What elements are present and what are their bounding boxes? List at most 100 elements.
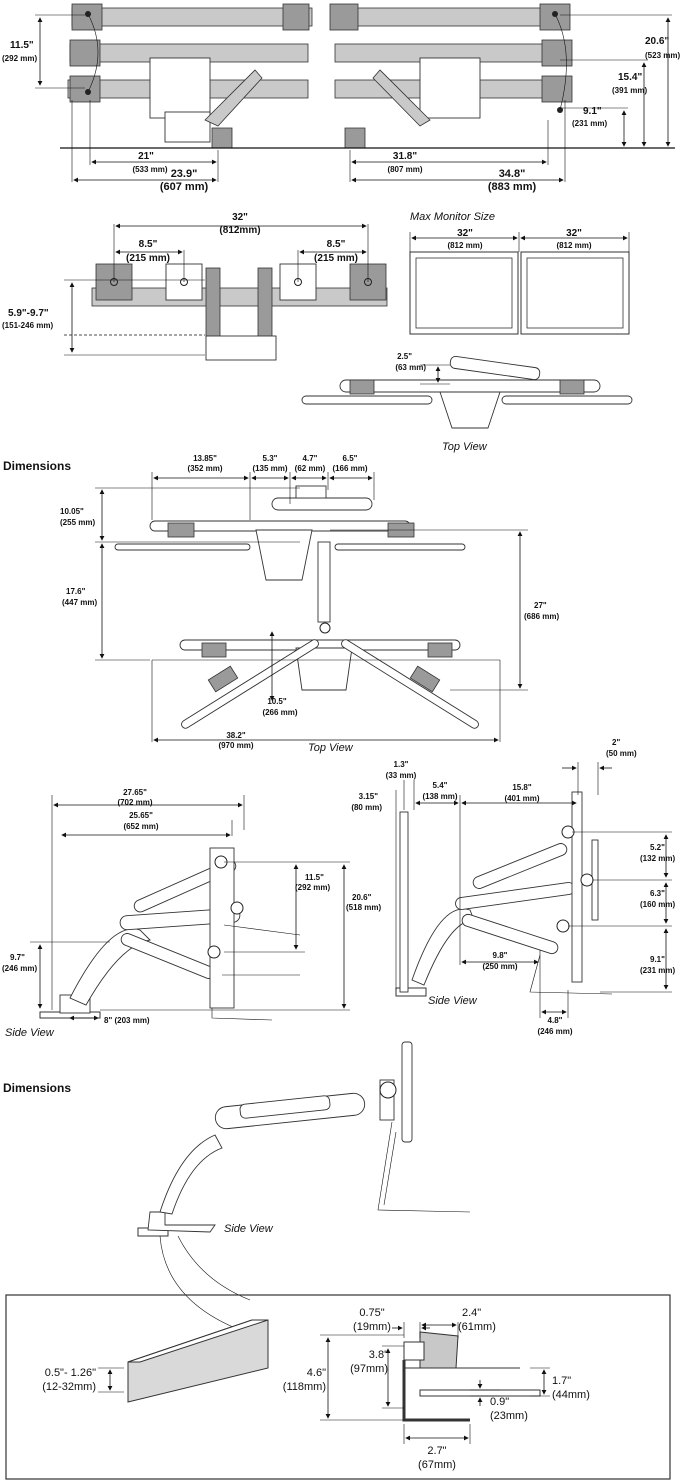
- tv-h-in: 10.5": [267, 697, 287, 706]
- fl-w-outer-mm: (607 mm): [160, 181, 209, 193]
- top-view-small: [301, 355, 633, 429]
- sr-e-in: 2": [612, 738, 620, 747]
- fr-hlow-in: 9.1": [583, 106, 602, 117]
- side-view-2-label: Side View: [428, 995, 478, 1007]
- fr-htotal-mm: (523 mm): [645, 51, 680, 60]
- cl-g-mm: (67mm): [418, 1459, 456, 1471]
- sr-d-mm: (401 mm): [504, 794, 539, 803]
- max-monitor-title: Max Monitor Size: [410, 211, 495, 223]
- cl-d-mm: (118mm): [283, 1381, 326, 1393]
- front-view-left: [67, 3, 313, 149]
- tvs-depth-in: 2.5": [397, 352, 412, 361]
- fr-hmid-mm: (391 mm): [612, 86, 647, 95]
- fr-w-outer-mm: (883 mm): [488, 181, 537, 193]
- tv-e-in: 10.05": [60, 507, 84, 516]
- cb-h-in: 5.9"-9.7": [8, 308, 49, 319]
- fl-w-inner-mm: (533 mm): [132, 165, 167, 174]
- sr-g-mm: (160 mm): [640, 900, 675, 909]
- tv-i-mm: (970 mm): [218, 741, 253, 750]
- side-view-right: [395, 762, 672, 1018]
- tv-d-mm: (166 mm): [332, 464, 367, 473]
- cl-c-mm: (97mm): [350, 1363, 388, 1375]
- sr-i-mm: (250 mm): [482, 962, 517, 971]
- tv-f-in: 17.6": [66, 587, 86, 596]
- cb-left-mm: (215 mm): [126, 253, 170, 264]
- fr-hmid-in: 15.4": [618, 72, 642, 83]
- fl-w-inner-in: 21": [138, 151, 154, 162]
- fl-height-in: 11.5": [10, 40, 34, 51]
- sl-rise-mm: (292 mm): [295, 883, 330, 892]
- sl-base: 8" (203 mm): [104, 1016, 150, 1025]
- tv-d-in: 6.5": [343, 454, 358, 463]
- sl-height-in: 20.6": [352, 893, 372, 902]
- front-right-dims: [349, 14, 672, 183]
- cl-a-mm: (19mm): [353, 1321, 391, 1333]
- cl-c-in: 3.8": [369, 1349, 388, 1361]
- section-title-dimensions-1: Dimensions: [3, 459, 71, 473]
- tv-c-mm: (62 mm): [295, 464, 326, 473]
- cl-b-mm: (61mm): [458, 1321, 496, 1333]
- sr-g-in: 6.3": [650, 889, 665, 898]
- cl-f-in: 1.7": [552, 1375, 571, 1387]
- tv-i-in: 38.2": [226, 731, 246, 740]
- sr-c-mm: (138 mm): [422, 792, 457, 801]
- tv-f-mm: (447 mm): [62, 598, 97, 607]
- front-left-dims: [35, 14, 219, 183]
- tv-c-in: 4.7": [303, 454, 318, 463]
- sr-h-in: 9.1": [650, 955, 665, 964]
- tv-g-mm: (686 mm): [524, 612, 559, 621]
- cl-a-in: 0.75": [359, 1307, 384, 1319]
- top-view-1-label: Top View: [442, 441, 488, 453]
- fr-htotal-in: 20.6": [645, 36, 669, 47]
- mm-right-mm: (812 mm): [556, 241, 591, 250]
- tvs-depth-mm: (63 mm): [395, 363, 426, 372]
- cb-span-in: 32": [232, 212, 248, 223]
- sr-j-in: 4.8": [548, 1016, 563, 1025]
- cl-b-in: 2.4": [462, 1307, 481, 1319]
- sr-e-mm: (50 mm): [606, 749, 637, 758]
- tv-g-in: 27": [534, 601, 547, 610]
- cb-right-mm: (215 mm): [314, 253, 358, 264]
- side-view-left: [30, 795, 350, 1021]
- sl-pole-in: 9.7": [10, 953, 25, 962]
- crossbar-view: [64, 223, 388, 361]
- sl-height-mm: (518 mm): [346, 903, 381, 912]
- sl-reach-outer-in: 27.65": [123, 788, 147, 797]
- mm-left-in: 32": [457, 228, 473, 239]
- mm-left-mm: (812 mm): [447, 241, 482, 250]
- cb-span-mm: (812mm): [219, 225, 260, 236]
- sr-a-in: 1.3": [394, 760, 409, 769]
- sr-c-in: 5.4": [433, 781, 448, 790]
- fr-hlow-mm: (231 mm): [572, 119, 607, 128]
- side-view-3-label: Side View: [224, 1223, 274, 1235]
- cl-f-mm: (44mm): [552, 1389, 590, 1401]
- sr-f-mm: (132 mm): [640, 854, 675, 863]
- sl-pole-mm: (246 mm): [2, 964, 37, 973]
- section-title-dimensions-2: Dimensions: [3, 1081, 71, 1095]
- cl-e-in: 0.9": [490, 1396, 509, 1408]
- sr-j-mm: (246 mm): [537, 1027, 572, 1036]
- top-view-2-label: Top View: [308, 742, 354, 754]
- front-view-right: [329, 3, 573, 149]
- fr-w-inner-mm: (807 mm): [387, 165, 422, 174]
- sr-h-mm: (231 mm): [640, 966, 675, 975]
- tv-e-mm: (255 mm): [60, 518, 95, 527]
- sr-b-mm: (80 mm): [351, 803, 382, 812]
- sr-a-mm: (33 mm): [386, 771, 417, 780]
- sr-b-in: 3.15": [359, 792, 379, 801]
- side-view-1-label: Side View: [5, 1027, 55, 1039]
- side-view-single: [137, 1041, 471, 1331]
- fr-w-outer-in: 34.8": [499, 168, 526, 180]
- sl-reach-inner-mm: (652 mm): [123, 822, 158, 831]
- cl-e-mm: (23mm): [490, 1410, 528, 1422]
- sl-rise-in: 11.5": [305, 873, 324, 882]
- cl-desk-in: 0.5"- 1.26": [45, 1367, 96, 1379]
- tv-b-in: 5.3": [263, 454, 278, 463]
- cb-left-in: 8.5": [139, 239, 158, 250]
- sr-f-in: 5.2": [650, 843, 665, 852]
- cl-desk-mm: (12-32mm): [42, 1381, 96, 1393]
- cb-right-in: 8.5": [327, 239, 346, 250]
- top-view-large: [95, 472, 528, 743]
- cb-h-mm: (151-246 mm): [2, 321, 53, 330]
